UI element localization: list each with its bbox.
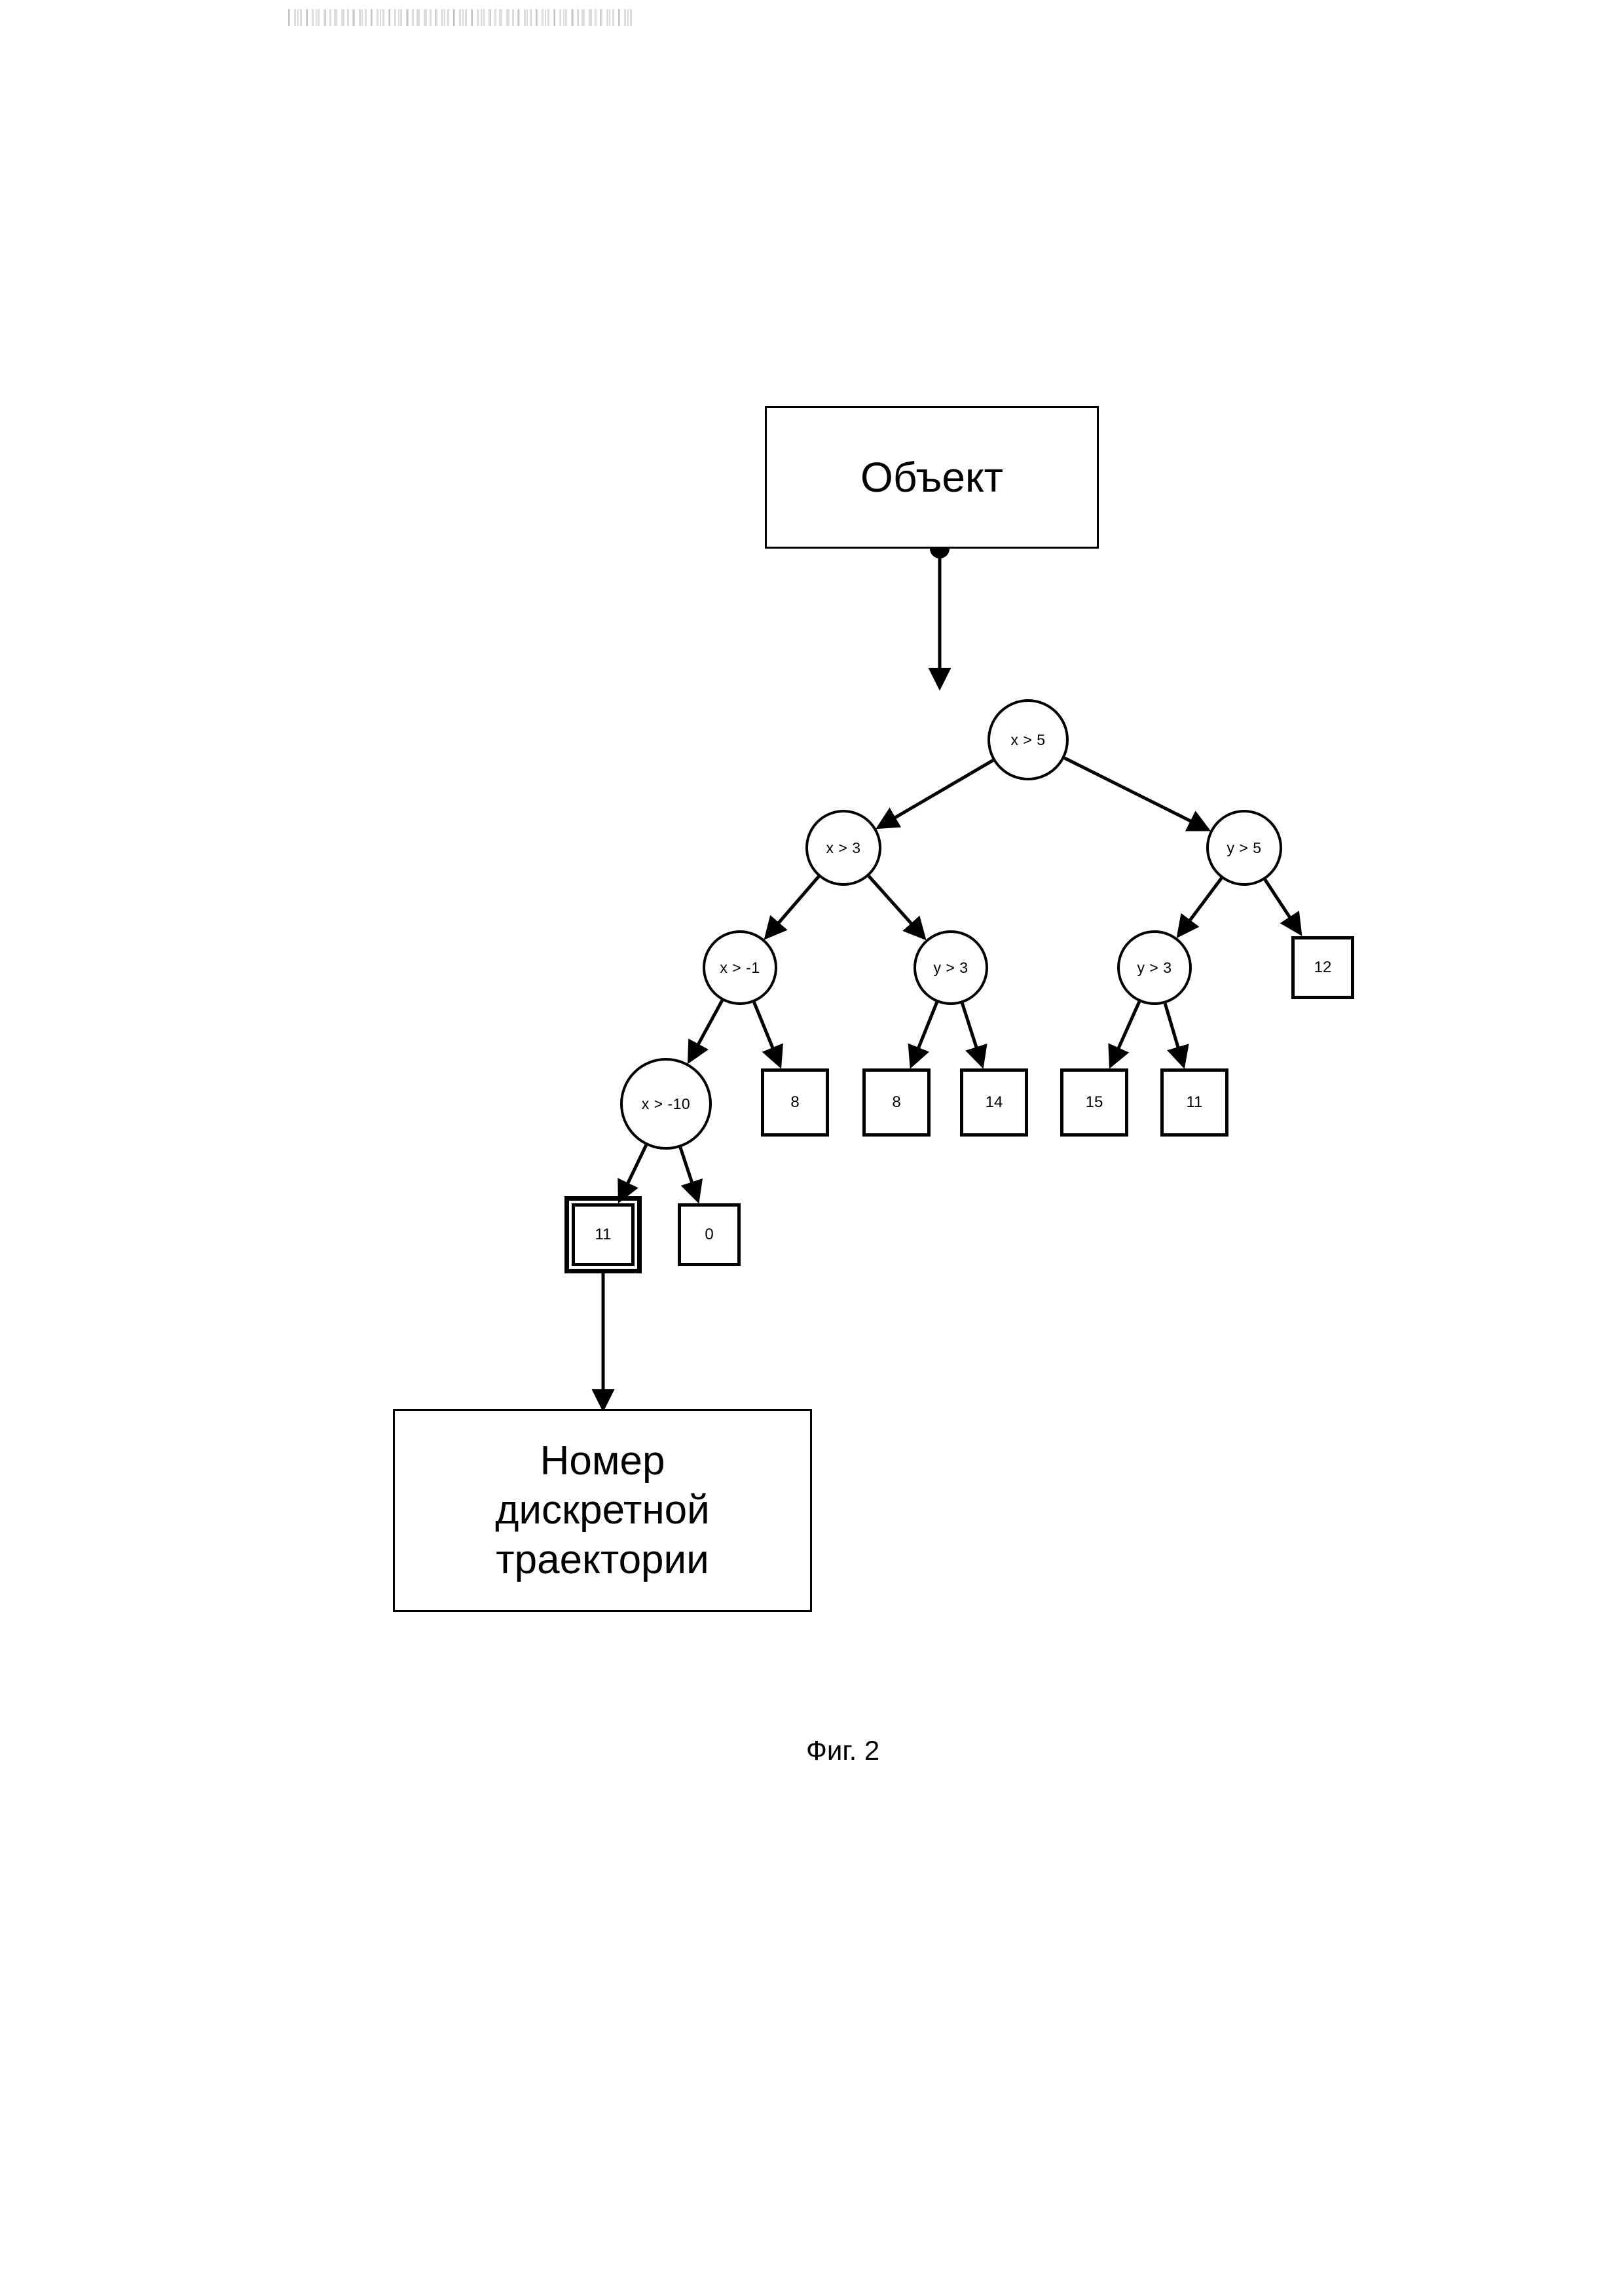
leaf-node-8a: 8 xyxy=(761,1068,829,1137)
leaf-node-value: 12 xyxy=(1314,958,1332,976)
decision-node-x3: x > 3 xyxy=(805,810,881,886)
input-object-box: Объект xyxy=(765,406,1099,549)
input-object-label: Объект xyxy=(860,453,1003,501)
decision-node-label: x > 3 xyxy=(826,839,861,856)
leaf-node-value: 11 xyxy=(1186,1093,1203,1111)
tree-edge xyxy=(876,759,994,829)
tree-edge xyxy=(1176,877,1223,939)
decision-node-label: y > 5 xyxy=(1227,839,1262,856)
tree-edge xyxy=(678,1146,703,1204)
decision-node-y5: y > 5 xyxy=(1206,810,1282,886)
leaf-node-value: 8 xyxy=(790,1093,800,1111)
output-result-box: Номер дискретной траектории xyxy=(393,1409,812,1612)
decision-node-label: x > -1 xyxy=(720,958,760,976)
leaf-node-11-selected: 11 xyxy=(564,1196,642,1273)
leaf-node-11: 11 xyxy=(1160,1068,1228,1137)
leaf-node-value: 15 xyxy=(1085,1093,1103,1111)
output-result-label: Номер дискретной траектории xyxy=(495,1438,710,1582)
tree-edge xyxy=(752,1001,783,1069)
decision-node-label: y > 3 xyxy=(1137,958,1172,976)
decision-node-xm10: x > -10 xyxy=(620,1058,712,1150)
leaf-node-value: 14 xyxy=(985,1093,1003,1111)
tree-edge xyxy=(1063,756,1211,831)
scan-artifact xyxy=(288,9,635,26)
tree-edge xyxy=(764,875,820,940)
leaf-node-value: 8 xyxy=(892,1093,901,1111)
decision-node-y3-left: y > 3 xyxy=(913,930,988,1005)
figure-caption: Фиг. 2 xyxy=(806,1735,880,1766)
leaf-node-value: 0 xyxy=(705,1226,714,1243)
leaf-node-value: 11 xyxy=(595,1226,612,1243)
tree-edge xyxy=(1263,879,1302,936)
tree-edge xyxy=(908,1001,939,1069)
leaf-node-12: 12 xyxy=(1291,936,1354,999)
decision-node-label: x > -10 xyxy=(641,1095,691,1112)
tree-edge xyxy=(618,1144,648,1204)
leaf-node-8b: 8 xyxy=(862,1068,931,1137)
tree-edge xyxy=(1163,1002,1189,1069)
leaf-node-14: 14 xyxy=(960,1068,1028,1137)
tree-edge xyxy=(1108,1001,1141,1069)
decision-node-root: x > 5 xyxy=(987,699,1069,780)
tree-edge xyxy=(687,999,724,1065)
decision-node-label: x > 5 xyxy=(1010,731,1046,748)
decision-node-y3-right: y > 3 xyxy=(1117,930,1192,1005)
decision-node-xm1: x > -1 xyxy=(703,930,777,1005)
leaf-node-0: 0 xyxy=(678,1203,741,1266)
leaf-node-15: 15 xyxy=(1060,1068,1128,1137)
tree-edge xyxy=(867,875,927,941)
decision-node-label: y > 3 xyxy=(933,958,969,976)
tree-edge xyxy=(961,1002,987,1069)
